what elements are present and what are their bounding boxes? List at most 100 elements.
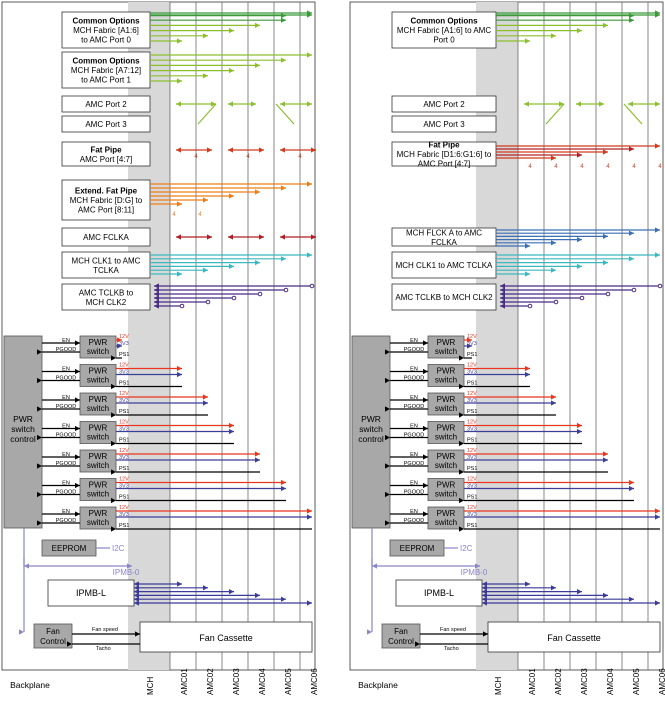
signal-block-box <box>391 115 497 133</box>
pwr-switch-label: PWR <box>437 481 456 490</box>
rail-12v-label: 12V <box>119 477 129 483</box>
arrow-head <box>203 585 208 591</box>
arrow-head <box>603 592 608 598</box>
pgood-label: PGOOD <box>404 376 425 382</box>
line-end-dot <box>631 287 637 293</box>
arrow-head <box>177 271 182 277</box>
rail-12v-label: 12V <box>467 477 477 483</box>
arrow-head <box>385 434 390 441</box>
signals-port <box>197 103 295 125</box>
signal-block-box <box>61 283 151 311</box>
arrow-head <box>229 263 234 269</box>
signal-block-box <box>391 227 497 247</box>
signal-block-text: to AMC Port 1 <box>81 76 131 85</box>
arrow-head <box>255 592 260 598</box>
arrow-head <box>655 10 660 16</box>
en-label: EN <box>410 367 418 373</box>
pwr-switch-label: PWR <box>89 338 108 347</box>
signal-block-title: Common Options <box>72 57 140 66</box>
arrow-head <box>482 581 487 587</box>
arrow-head <box>177 371 182 378</box>
arrow-head <box>134 600 139 606</box>
rail-ps1-label: PS1 <box>467 523 477 529</box>
rail-ps1-label: PS1 <box>467 381 477 387</box>
arrow-head <box>111 412 116 418</box>
arrow-head <box>459 440 464 447</box>
rail-3v3-label: 3V3 <box>467 455 477 461</box>
signals-common <box>150 10 312 44</box>
arrow-head <box>525 365 530 372</box>
arrow-head <box>37 491 42 498</box>
amc-column-label: AMC03 <box>232 668 241 695</box>
signal-block-tclka: MCH CLK1 to AMC TCLKA <box>391 251 497 279</box>
signal-block-text: AMC TCLKB to MCH CLK2 <box>395 293 493 302</box>
fat-count-label: 4 <box>554 164 558 170</box>
arrow-head <box>117 337 122 343</box>
arrow-head <box>423 425 428 432</box>
arrow-head <box>37 406 42 412</box>
port-cross-line <box>275 103 295 125</box>
rail-ps1-label: PS1 <box>467 409 477 415</box>
pwr-switch-control-label: PWR <box>13 414 33 424</box>
arrow-head <box>475 563 480 569</box>
signal-block-text: to AMC Port 0 <box>81 36 131 45</box>
arrow-head <box>203 400 208 406</box>
rail-12v-label: 12V <box>119 420 129 426</box>
pwr-switch-box <box>79 506 117 530</box>
arrow-head <box>203 33 208 39</box>
arrow-head <box>525 271 530 277</box>
pgood-label: PGOOD <box>404 433 425 439</box>
rail-ps1-label: PS1 <box>467 495 477 501</box>
arrow-head <box>628 101 633 107</box>
arrow-head <box>482 585 487 591</box>
arrow-head <box>655 143 660 149</box>
signals-common <box>150 52 312 84</box>
mch-column-label: MCH <box>146 677 155 695</box>
rail-3v3-label: 3V3 <box>119 427 129 433</box>
arrow-head <box>75 368 80 375</box>
signal-block-text: AMC Port 3 <box>85 120 127 129</box>
fat-count-label: 4 <box>246 154 250 160</box>
signals-fclk <box>176 234 316 240</box>
ipmbl-group: IPMB-L <box>395 579 660 607</box>
amc-column-label: AMC01 <box>180 668 189 695</box>
fat-count-label: 4 <box>658 164 662 170</box>
arrow-head <box>19 629 24 635</box>
pgood-label: PGOOD <box>56 461 77 467</box>
arrow-head <box>24 563 29 569</box>
arrow-head <box>203 73 208 79</box>
fan-control-label: Control <box>40 637 66 646</box>
fat-count-label: 4 <box>172 212 176 218</box>
arrow-head <box>228 234 233 240</box>
arrow-head <box>203 267 208 273</box>
amc-column-label: AMC04 <box>606 668 615 695</box>
arrow-head <box>255 62 260 68</box>
line-end-dot <box>179 303 185 309</box>
arrow-head <box>524 101 529 107</box>
arrow-head <box>655 252 660 258</box>
arrow-head <box>177 78 182 84</box>
signal-block-text: AMC Port 2 <box>85 100 127 109</box>
pwr-switch-box <box>427 478 465 501</box>
pwr-switch-label: switch <box>435 376 457 385</box>
arrow-head <box>154 299 159 305</box>
rail-12v-label: 12V <box>119 505 129 511</box>
arrow-head <box>577 589 582 595</box>
arrow-head <box>259 234 264 240</box>
amc-column-label: AMC05 <box>632 668 641 695</box>
signal-block-text: MCH Fabric [D1:6:G1:6] to <box>397 150 492 159</box>
pwr-switch-label: switch <box>87 518 109 527</box>
ipmbl-group: IPMB-L <box>47 579 312 607</box>
arrow-head <box>482 600 487 606</box>
arrow-head <box>281 185 286 191</box>
signal-block-text: MCH Fabric [A1:6] <box>73 26 139 35</box>
